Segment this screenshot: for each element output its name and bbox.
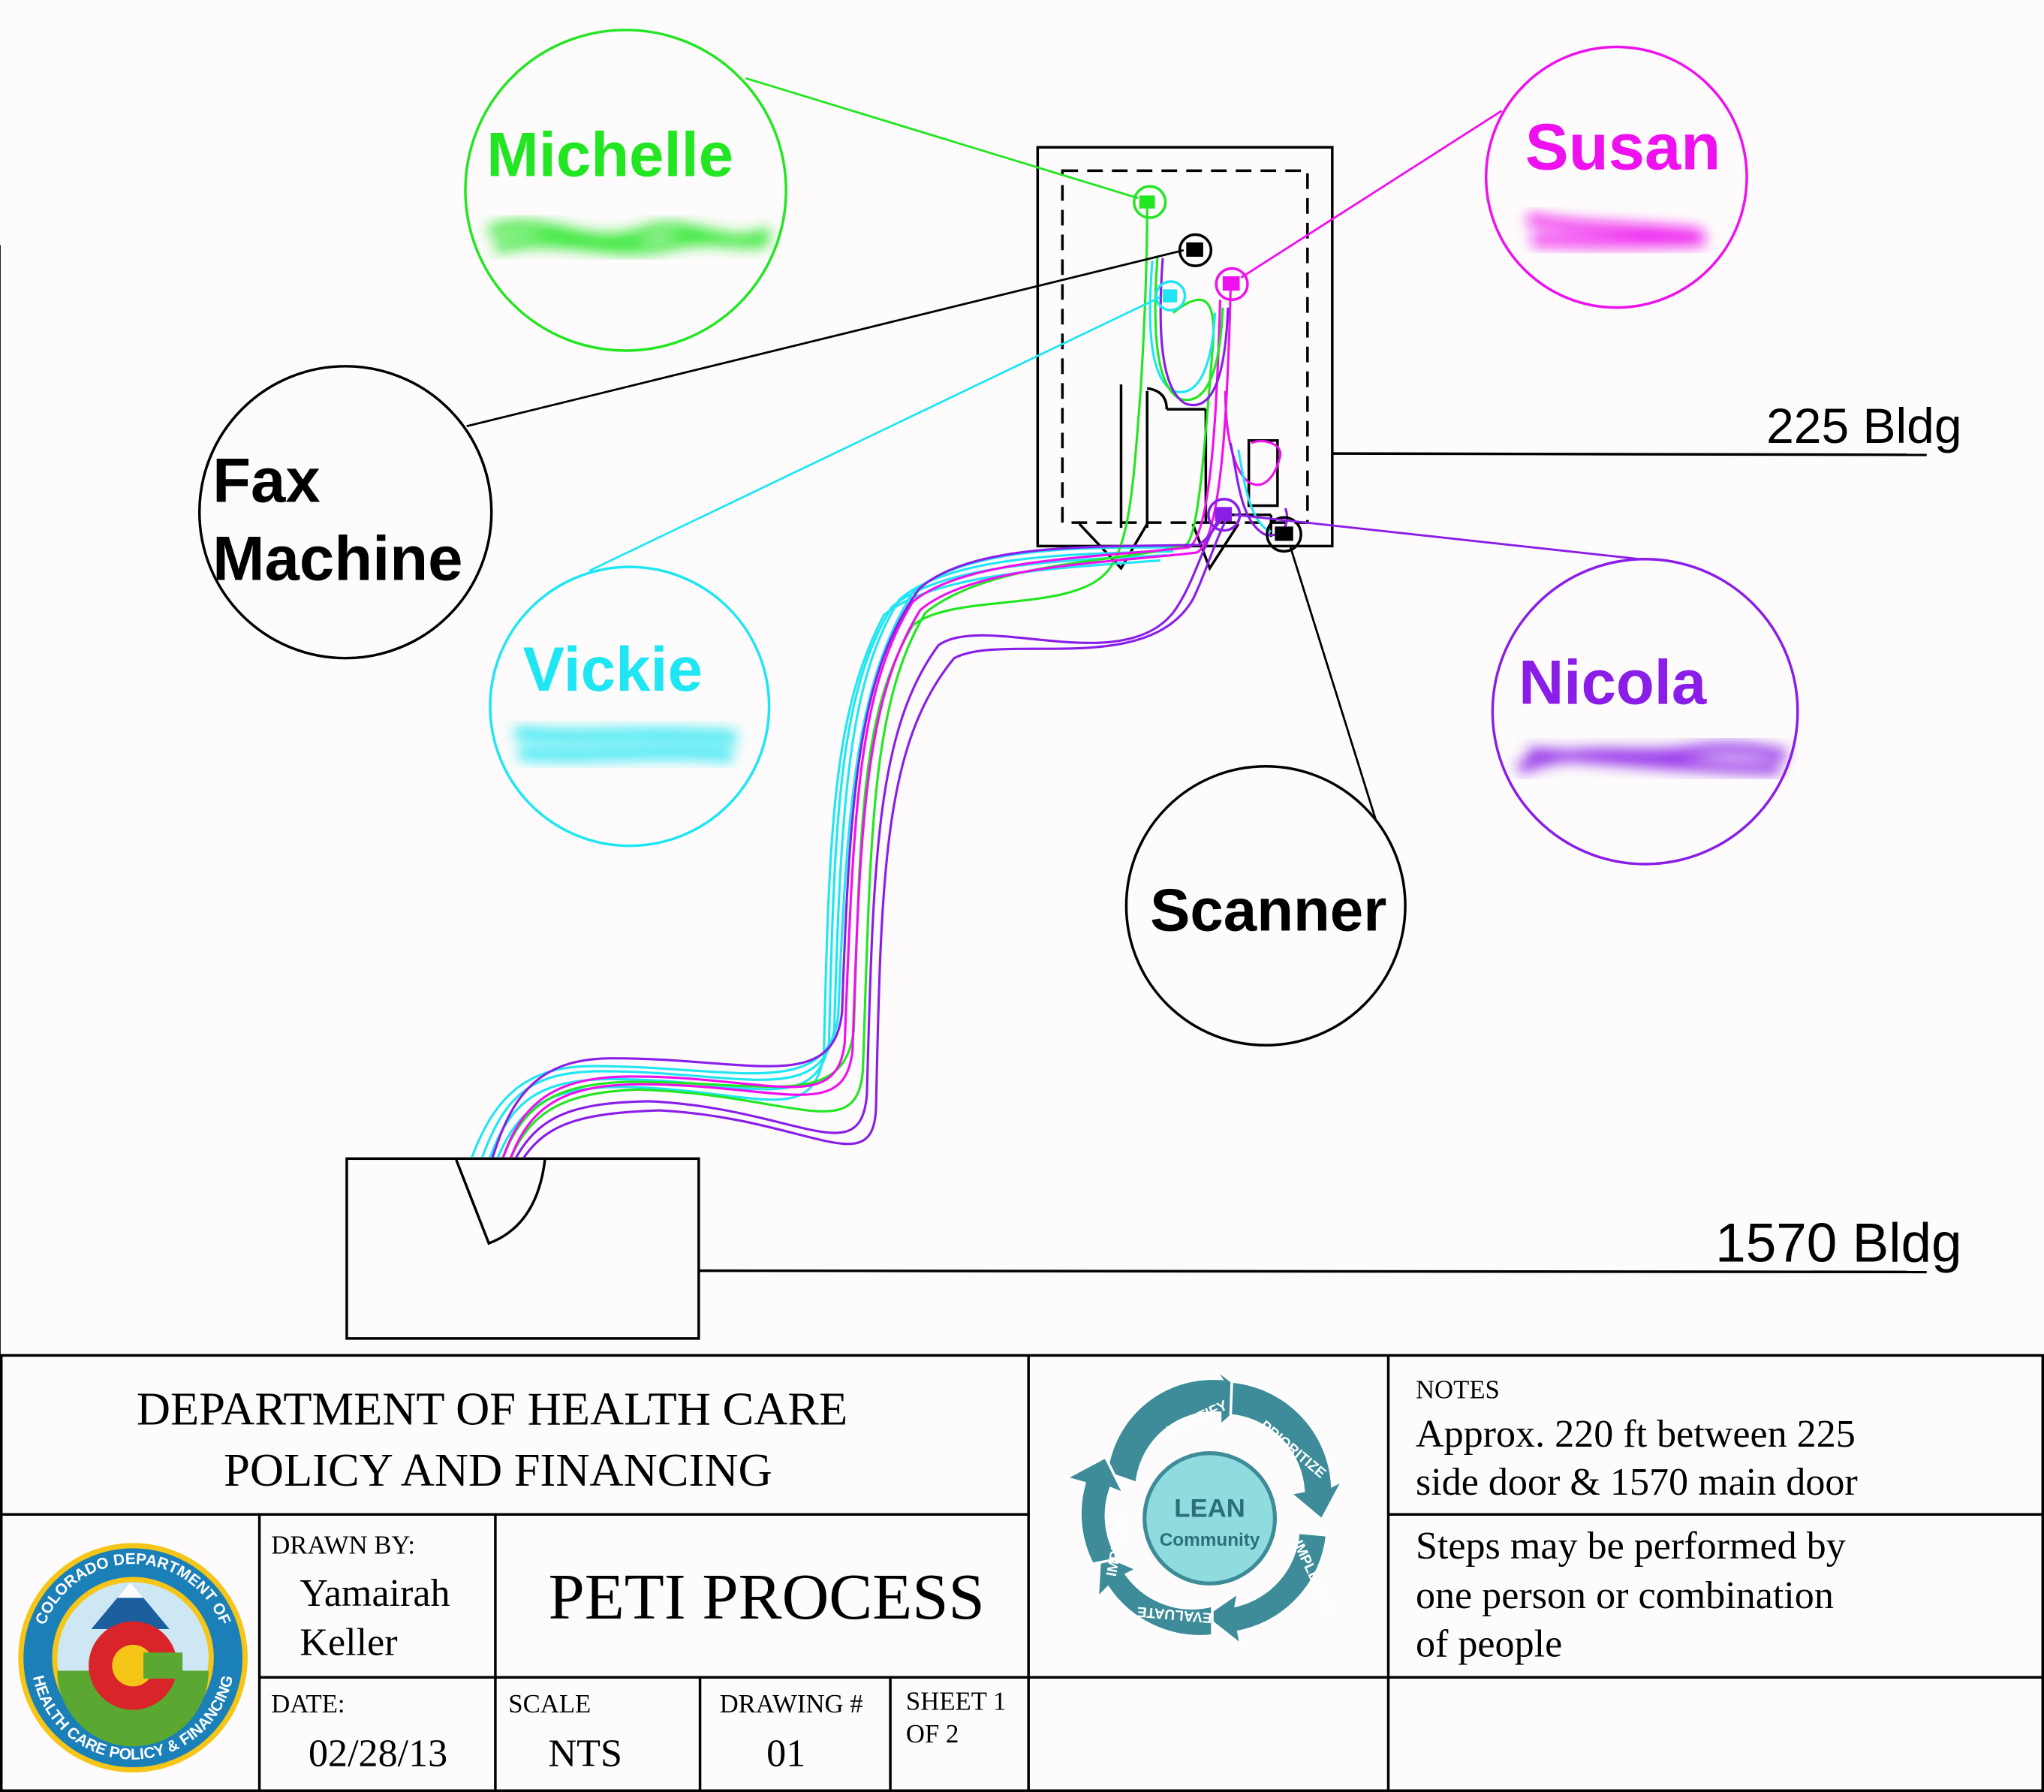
path-susan-1: [501, 300, 1222, 1158]
title-block: [0, 1354, 2044, 1792]
drawing-title: PETI PROCESS: [548, 1561, 984, 1633]
susan-label: Susan: [1525, 111, 1721, 184]
fax-station: [1186, 242, 1203, 257]
lean-center-title: LEAN: [1174, 1495, 1245, 1523]
susan-station: [1222, 276, 1240, 291]
susan-bubble: Susan: [1484, 45, 1748, 309]
sheet-line-1: SHEET 1: [906, 1687, 1006, 1716]
vickie-bubble: Vickie: [489, 565, 771, 848]
building-1570: [345, 1157, 700, 1340]
note-2-line-1: Steps may be performed by: [1416, 1525, 1846, 1568]
note-1-line-2: side door & 1570 main door: [1416, 1461, 1858, 1504]
bldg-225-leader: [1332, 452, 1927, 456]
notes-label: NOTES: [1416, 1375, 1500, 1405]
path-internal-6: [1237, 449, 1272, 533]
fax-label-line-2: Machine: [212, 524, 462, 594]
path-nicola-1: [491, 514, 1227, 1158]
nicola-station: [1215, 507, 1233, 522]
lean-community-logo: LEAN Community IDENTIFY PRIORITIZE IMPLE…: [1062, 1367, 1346, 1649]
drawn-by-name: Yamairah Keller: [300, 1572, 459, 1664]
note-2-line-3: of people: [1416, 1622, 1562, 1665]
path-lines: [471, 208, 1289, 1158]
department-name: DEPARTMENT OF HEALTH CARE POLICY AND FIN…: [137, 1382, 859, 1496]
scanner-bubble: Scanner: [1124, 765, 1407, 1047]
drawn-by-line-2: Keller: [300, 1622, 397, 1664]
michelle-station-ring: [1133, 185, 1167, 219]
vickie-signature-redacted: [513, 726, 737, 763]
path-nicola-2: [515, 518, 1221, 1158]
bldg-225-label: 225 Bldg: [1766, 398, 1961, 453]
title-block-text: DEPARTMENT OF HEALTH CARE POLICY AND FIN…: [137, 1375, 1865, 1775]
note-1: Approx. 220 ft between 225 side door & 1…: [1416, 1413, 1865, 1504]
date-label: DATE:: [271, 1689, 345, 1718]
fax-machine-bubble: Fax Machine: [197, 365, 493, 660]
path-internal-5: [1229, 442, 1289, 537]
lean-center-sub: Community: [1160, 1530, 1260, 1550]
michelle-station: [1139, 195, 1155, 209]
scale-value: NTS: [549, 1732, 622, 1775]
michelle-label: Michelle: [486, 119, 733, 189]
sheet-line-2: OF 2: [906, 1719, 959, 1748]
michelle-signature-redacted: [486, 220, 772, 254]
note-2: Steps may be performed by one person or …: [1416, 1525, 1856, 1665]
susan-station-ring: [1215, 267, 1249, 302]
department-line-1: DEPARTMENT OF HEALTH CARE: [137, 1382, 847, 1435]
path-internal-4: [1224, 390, 1281, 486]
drawing-number-value: 01: [766, 1732, 805, 1775]
scanner-station: [1275, 526, 1293, 541]
note-2-line-2: one person or combination: [1416, 1574, 1834, 1617]
bldg-1570-label: 1570 Bldg: [1715, 1212, 1961, 1273]
path-susan-2: [510, 289, 1232, 1158]
drawn-by-line-1: Yamairah: [300, 1572, 450, 1615]
department-line-2: POLICY AND FINANCING: [224, 1444, 772, 1496]
fax-label-line-1: Fax: [212, 445, 321, 515]
vickie-station: [1163, 289, 1178, 303]
path-nicola-3: [522, 520, 1227, 1158]
sheet-label: SHEET 1 OF 2: [906, 1687, 1013, 1748]
fax-machine-label: Fax Machine: [212, 445, 462, 593]
nicola-signature-redacted: [1516, 742, 1788, 776]
scale-label: SCALE: [508, 1689, 591, 1718]
nicola-bubble: Nicola: [1491, 558, 1799, 866]
nicola-label: Nicola: [1519, 647, 1707, 717]
scanner-label: Scanner: [1150, 877, 1386, 944]
path-michelle-2: [510, 298, 1215, 1158]
drawn-by-label: DRAWN BY:: [271, 1530, 415, 1559]
bldg-1570-leader: [698, 1269, 1927, 1274]
date-value: 02/28/13: [309, 1732, 447, 1775]
note-1-line-1: Approx. 220 ft between 225: [1416, 1413, 1856, 1456]
path-vickie-2: [481, 550, 1173, 1158]
susan-signature-redacted: [1526, 213, 1705, 248]
station-markers: [1133, 185, 1302, 553]
callout-leaders: [466, 77, 1640, 823]
path-internal-3: [1159, 258, 1230, 407]
scanner-station-ring: [1266, 516, 1302, 553]
michelle-bubble: Michelle: [464, 29, 787, 352]
drawing-number-label: DRAWING #: [720, 1689, 863, 1718]
vickie-label: Vickie: [522, 634, 702, 704]
vickie-station-ring: [1154, 280, 1187, 312]
colorado-hcpf-seal: COLORADO DEPARTMENT OF HEALTH CARE POLIC…: [18, 1543, 248, 1772]
